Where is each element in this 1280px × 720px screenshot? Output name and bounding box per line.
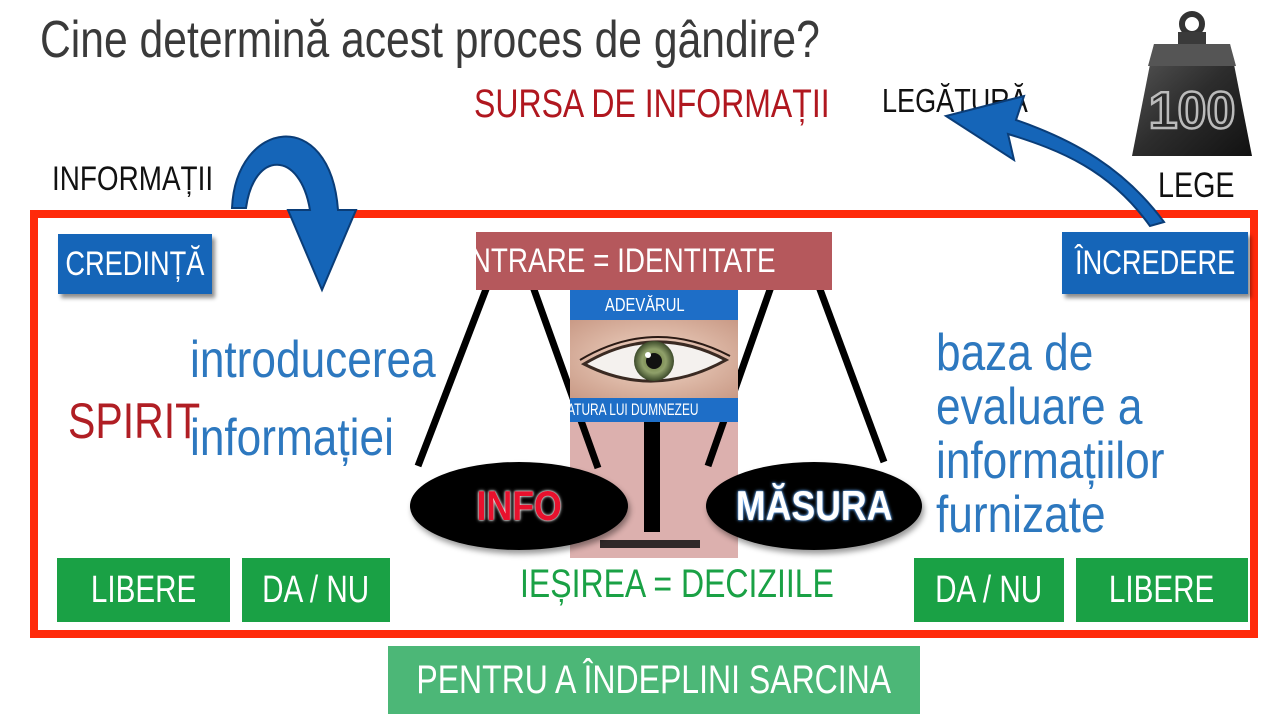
- eye-image: [570, 320, 738, 398]
- weight-icon: 100: [1132, 11, 1252, 156]
- left-text-line-2: informației: [190, 409, 394, 467]
- left-text-line-1: introducerea: [190, 331, 436, 389]
- task-box: PENTRU A ÎNDEPLINI SARCINA: [388, 646, 920, 714]
- right-text-line-3: informațiilor: [936, 432, 1165, 490]
- link-label: LEGĂTURĂ: [882, 82, 1028, 119]
- eye-icon: [570, 320, 738, 398]
- right-text-line-1: baza de: [936, 324, 1094, 382]
- yesno-left-box: DA / NU: [242, 558, 390, 622]
- measure-oval: MĂSURA: [706, 462, 922, 550]
- creature-label: CREATURA LUI DUMNEZEU: [570, 398, 738, 422]
- information-label: INFORMAȚII: [52, 160, 214, 198]
- free-left-box: LIBERE: [57, 558, 230, 622]
- truth-label: ADEVĂRUL: [570, 290, 738, 320]
- trust-box: ÎNCREDERE: [1062, 232, 1248, 294]
- input-identity-box: INTRARE = IDENTITATE: [463, 232, 832, 290]
- output-decisions-label: IEȘIREA = DECIZIILE: [520, 562, 834, 606]
- free-right-box: LIBERE: [1076, 558, 1248, 622]
- faith-box: CREDINȚĂ: [58, 234, 212, 294]
- right-text: baza de evaluare a informațiilor furniza…: [936, 326, 1205, 542]
- yesno-right-box: DA / NU: [914, 558, 1064, 622]
- info-oval: INFO: [410, 462, 628, 550]
- right-text-line-2: evaluare a: [936, 378, 1143, 436]
- spirit-label: SPIRIT: [68, 393, 201, 449]
- source-label: SURSA DE INFORMAȚII: [474, 82, 830, 126]
- right-text-line-4: furnizate: [936, 486, 1106, 544]
- main-frame: [30, 210, 1258, 638]
- law-label: LEGE: [1158, 166, 1235, 205]
- page-title: Cine determină acest proces de gândire?: [40, 11, 820, 69]
- weight-number: 100: [1149, 82, 1236, 140]
